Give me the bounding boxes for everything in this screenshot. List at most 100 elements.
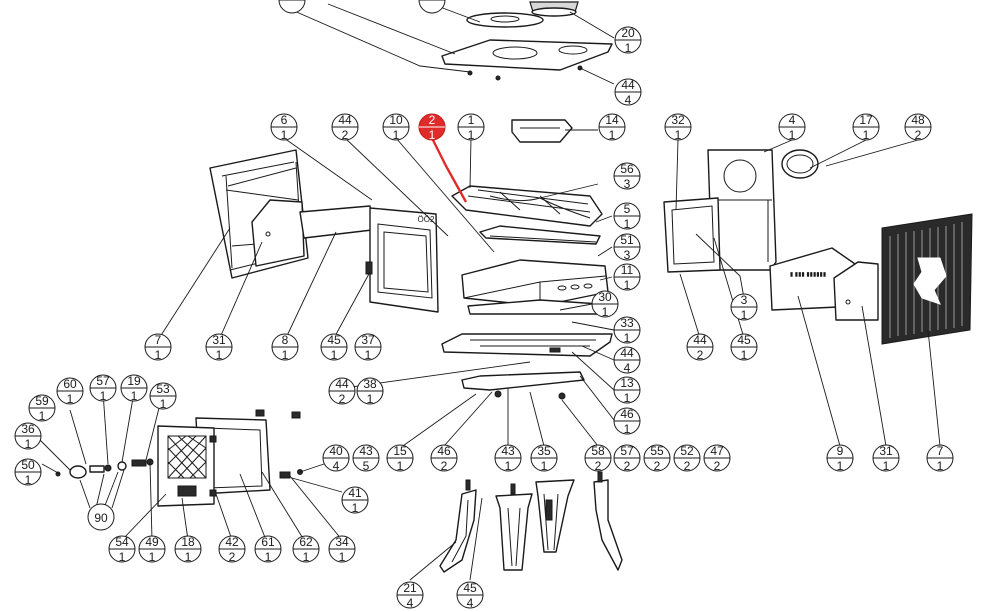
balloon-17[interactable]: 17 1 bbox=[852, 113, 880, 142]
balloon-40[interactable]: 40 4 bbox=[322, 444, 350, 473]
balloon-14[interactable]: 14 1 bbox=[598, 113, 626, 142]
leader-lines bbox=[39, 3, 941, 581]
balloon-10[interactable]: 10 1 bbox=[382, 113, 410, 142]
balloon-number: 48 bbox=[911, 113, 925, 127]
balloon-quantity: 1 bbox=[282, 348, 289, 362]
balloon-7[interactable]: 7 1 bbox=[144, 333, 172, 362]
balloon-37[interactable]: 37 1 bbox=[354, 333, 382, 362]
balloon-quantity: 2 bbox=[441, 459, 448, 473]
balloon-57[interactable]: 57 1 bbox=[89, 374, 117, 403]
svg-text:▮ ▮▮▮ ▮▮▮▮▮▮: ▮ ▮▮▮ ▮▮▮▮▮▮ bbox=[790, 272, 826, 278]
right-decor-panel-part bbox=[881, 213, 973, 345]
balloon-2-highlighted[interactable]: 2 1 bbox=[418, 113, 446, 142]
balloon-number: 55 bbox=[650, 444, 664, 458]
balloon-7[interactable]: 7 1 bbox=[926, 444, 954, 473]
balloon-18[interactable]: 18 1 bbox=[174, 535, 202, 564]
balloon-53[interactable]: 53 1 bbox=[149, 382, 177, 411]
balloon-48[interactable]: 48 2 bbox=[904, 113, 932, 142]
balloon-50[interactable]: 50 1 bbox=[14, 458, 42, 487]
balloon-62[interactable]: 62 1 bbox=[292, 535, 320, 564]
balloon-quantity: 1 bbox=[624, 278, 631, 292]
balloon-number: 19 bbox=[127, 374, 141, 388]
balloon-35[interactable]: 35 1 bbox=[530, 444, 558, 473]
balloon-51[interactable]: 51 3 bbox=[613, 233, 641, 262]
balloon-5[interactable]: 5 1 bbox=[613, 202, 641, 231]
balloon-41[interactable]: 41 1 bbox=[341, 486, 369, 515]
balloon-number: 20 bbox=[621, 26, 635, 40]
balloon-6[interactable]: 6 1 bbox=[270, 113, 298, 142]
balloon-quantity: 2 bbox=[697, 348, 704, 362]
balloon-9[interactable]: 9 1 bbox=[826, 444, 854, 473]
balloon-quantity: 2 bbox=[342, 128, 349, 142]
balloon-52[interactable]: 52 2 bbox=[673, 444, 701, 473]
balloon-13[interactable]: 13 1 bbox=[613, 376, 641, 405]
balloon-30[interactable]: 30 1 bbox=[591, 290, 619, 319]
balloon-number: 9 bbox=[837, 444, 844, 458]
balloon-number: 60 bbox=[63, 377, 77, 391]
balloon-34[interactable]: 34 1 bbox=[328, 535, 356, 564]
hotplate-ring-part bbox=[466, 12, 544, 28]
balloon-2[interactable]: 2 bbox=[278, 0, 306, 14]
balloon-43[interactable]: 43 1 bbox=[494, 444, 522, 473]
balloon-44[interactable]: 44 2 bbox=[328, 377, 356, 406]
balloon-1[interactable]: 1 1 bbox=[457, 113, 485, 142]
balloon-31[interactable]: 31 1 bbox=[872, 444, 900, 473]
balloon-38[interactable]: 38 1 bbox=[356, 377, 384, 406]
balloon-quantity: 1 bbox=[624, 391, 631, 405]
balloon-number: 42 bbox=[225, 535, 239, 549]
right-inner-panel-part bbox=[833, 261, 879, 321]
balloon-44[interactable]: 44 4 bbox=[613, 346, 641, 375]
balloon-36[interactable]: 36 1 bbox=[14, 422, 42, 451]
balloon-4[interactable]: 4 1 bbox=[778, 113, 806, 142]
round-gasket-part bbox=[781, 149, 819, 179]
balloon-54[interactable]: 54 1 bbox=[108, 535, 136, 564]
balloon-46[interactable]: 46 2 bbox=[430, 444, 458, 473]
balloon-8[interactable]: 8 1 bbox=[271, 333, 299, 362]
balloon-number: 5 bbox=[624, 202, 631, 216]
balloon-number: 43 bbox=[501, 444, 515, 458]
balloon-1[interactable]: 1 bbox=[418, 0, 446, 14]
balloon-quantity: 4 bbox=[624, 361, 631, 375]
balloon-number: 41 bbox=[348, 486, 362, 500]
balloon-quantity: 1 bbox=[100, 389, 107, 403]
balloon-47[interactable]: 47 2 bbox=[703, 444, 731, 473]
balloon-21[interactable]: 21 4 bbox=[396, 581, 424, 610]
balloon-43[interactable]: 43 5 bbox=[352, 444, 380, 473]
balloon-60[interactable]: 60 1 bbox=[56, 377, 84, 406]
balloon-56[interactable]: 56 3 bbox=[613, 162, 641, 191]
balloon-19[interactable]: 19 1 bbox=[120, 374, 148, 403]
balloon-45[interactable]: 45 1 bbox=[730, 333, 758, 362]
balloon-number: 8 bbox=[282, 333, 289, 347]
balloon-3[interactable]: 3 1 bbox=[730, 293, 758, 322]
balloon-61[interactable]: 61 1 bbox=[254, 535, 282, 564]
balloon-33[interactable]: 33 1 bbox=[613, 316, 641, 345]
balloon-number: 47 bbox=[710, 444, 724, 458]
balloon-11[interactable]: 11 1 bbox=[613, 263, 641, 292]
balloon-45[interactable]: 45 1 bbox=[320, 333, 348, 362]
balloon-quantity: 1 bbox=[331, 348, 338, 362]
balloon-55[interactable]: 55 2 bbox=[643, 444, 671, 473]
balloon-49[interactable]: 49 1 bbox=[138, 535, 166, 564]
balloon-42[interactable]: 42 2 bbox=[218, 535, 246, 564]
balloon-57[interactable]: 57 2 bbox=[613, 444, 641, 473]
balloon-44[interactable]: 44 2 bbox=[686, 333, 714, 362]
balloon-58[interactable]: 58 2 bbox=[584, 444, 612, 473]
balloon-45[interactable]: 45 4 bbox=[456, 581, 484, 610]
balloon-quantity: 1 bbox=[67, 392, 74, 406]
balloon-quantity: 2 bbox=[595, 459, 602, 473]
balloon-90[interactable]: 90 bbox=[87, 503, 115, 531]
balloon-46[interactable]: 46 1 bbox=[613, 407, 641, 436]
balloon-quantity: 3 bbox=[624, 248, 631, 262]
balloon-31[interactable]: 31 1 bbox=[205, 333, 233, 362]
balloon-59[interactable]: 59 1 bbox=[28, 394, 56, 423]
balloon-number: 59 bbox=[35, 394, 49, 408]
balloon-quantity: 1 bbox=[397, 459, 404, 473]
ash-door-part bbox=[157, 425, 215, 507]
balloon-20[interactable]: 20 1 bbox=[614, 26, 642, 55]
balloon-32[interactable]: 32 1 bbox=[664, 113, 692, 142]
balloon-44[interactable]: 44 2 bbox=[331, 113, 359, 142]
balloon-number: 46 bbox=[620, 407, 634, 421]
balloon-44[interactable]: 44 4 bbox=[614, 78, 642, 107]
balloon-number: 44 bbox=[338, 113, 352, 127]
balloon-15[interactable]: 15 1 bbox=[386, 444, 414, 473]
